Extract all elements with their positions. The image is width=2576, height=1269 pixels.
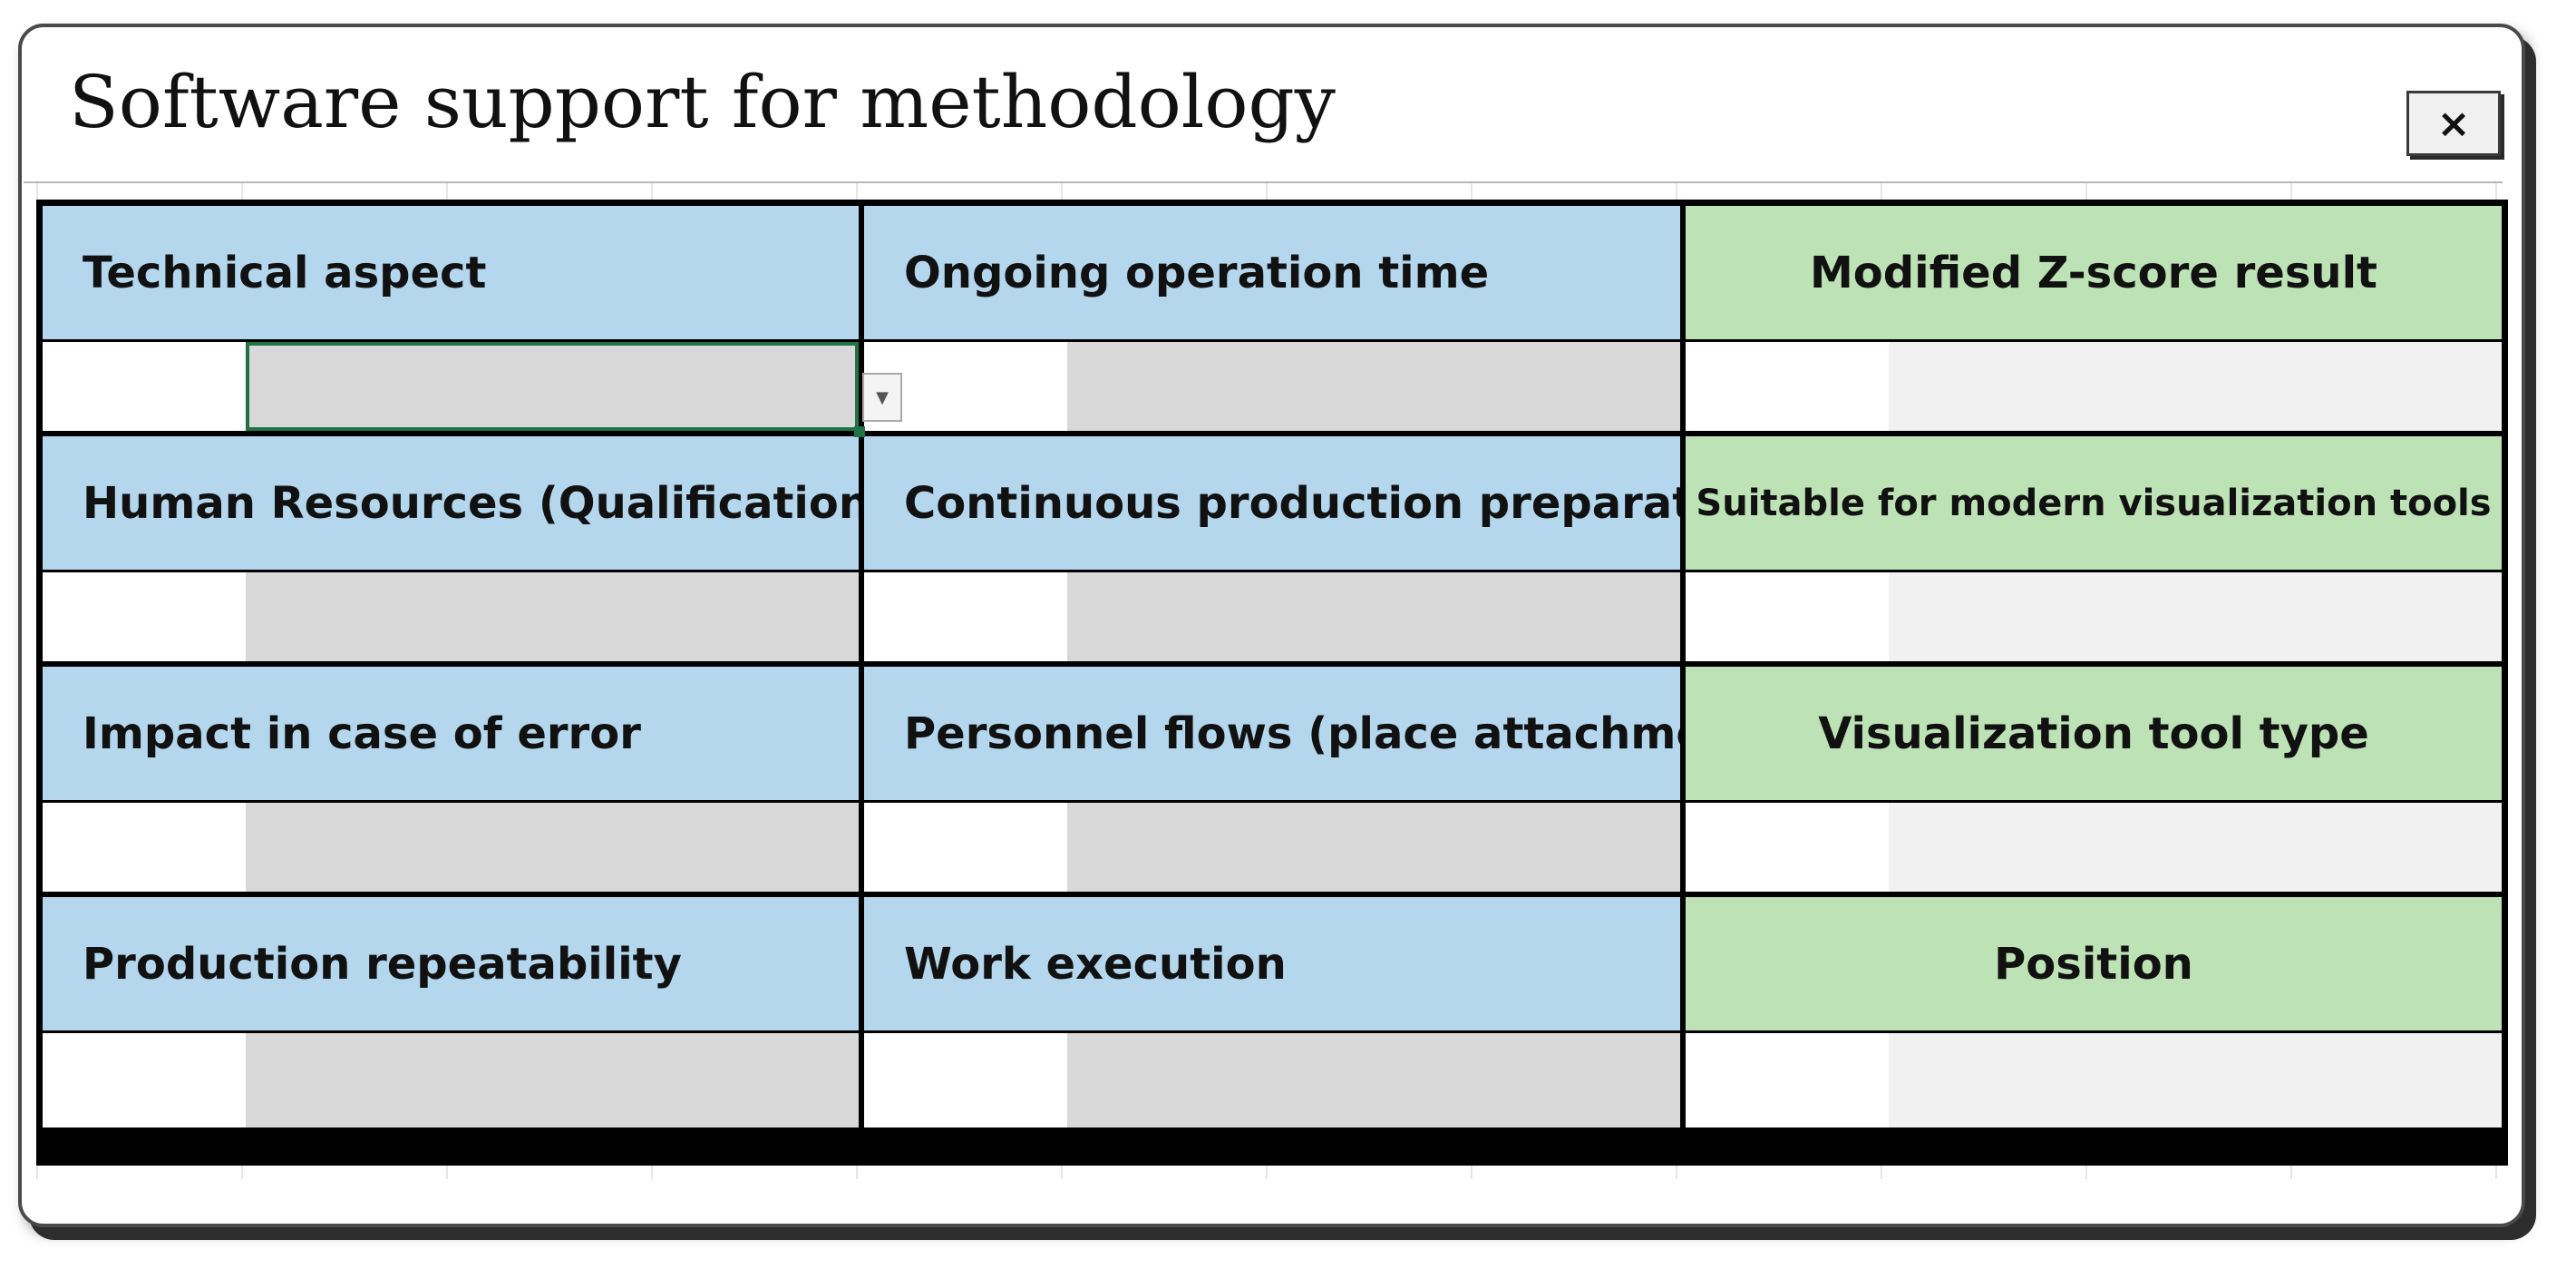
technical-aspect-dropdown-button[interactable]: ▼ <box>862 373 902 422</box>
ongoing-operation-time-select[interactable] <box>1067 342 1680 431</box>
header-continuous-production-preparation: Continuous production preparation <box>864 436 1680 572</box>
header-impact-in-case-of-error: Impact in case of error <box>43 667 859 803</box>
value-label-cell[interactable] <box>43 342 246 431</box>
value-row-technical-aspect: ▼ <box>43 342 902 437</box>
suitable-for-visualization-tools-output <box>1889 572 2502 661</box>
personnel-flows-select[interactable] <box>1067 803 1680 892</box>
value-label-cell[interactable] <box>864 572 1067 661</box>
value-label-cell[interactable] <box>864 803 1067 892</box>
value-label-cell[interactable] <box>43 1033 246 1127</box>
value-label-cell[interactable] <box>864 1033 1067 1127</box>
value-label-cell[interactable] <box>43 803 246 892</box>
header-visualization-tool-type: Visualization tool type <box>1686 667 2502 803</box>
value-row-human-resources <box>43 572 859 667</box>
continuous-production-preparation-select[interactable] <box>1067 572 1680 661</box>
value-row-suitable-for-visualization-tools <box>1686 572 2502 667</box>
value-row-position <box>1686 1033 2502 1127</box>
fill-handle[interactable] <box>854 426 865 437</box>
production-repeatability-select[interactable] <box>246 1033 859 1127</box>
value-label-cell[interactable] <box>43 572 246 661</box>
value-row-visualization-tool-type <box>1686 803 2502 897</box>
header-work-execution: Work execution <box>864 897 1680 1033</box>
visualization-tool-type-output <box>1889 803 2502 892</box>
work-execution-select[interactable] <box>1067 1033 1680 1127</box>
modified-z-score-result-output <box>1889 342 2502 431</box>
close-button[interactable]: × <box>2406 91 2501 156</box>
chevron-down-icon: ▼ <box>876 387 889 407</box>
close-icon: × <box>2436 100 2471 147</box>
value-label-cell[interactable] <box>1686 1033 1889 1127</box>
value-row-work-execution <box>864 1033 1680 1127</box>
header-ongoing-operation-time: Ongoing operation time <box>864 206 1680 342</box>
header-modified-z-score-result: Modified Z-score result <box>1686 206 2502 342</box>
value-row-continuous-production-preparation <box>864 572 1680 667</box>
value-row-production-repeatability <box>43 1033 859 1127</box>
value-row-modified-z-score-result <box>1686 342 2502 436</box>
technical-aspect-select[interactable]: ▼ <box>246 342 902 437</box>
header-position: Position <box>1686 897 2502 1033</box>
value-row-impact-in-case-of-error <box>43 803 859 897</box>
impact-in-case-of-error-select[interactable] <box>246 803 859 892</box>
position-output <box>1889 1033 2502 1127</box>
value-label-cell[interactable] <box>1686 803 1889 892</box>
header-suitable-for-visualization-tools: Suitable for modern visualization tools <box>1686 436 2502 572</box>
header-technical-aspect: Technical aspect <box>43 206 859 342</box>
dialog-title: Software support for methodology <box>69 60 1336 144</box>
value-row-ongoing-operation-time <box>864 342 1680 436</box>
header-human-resources: Human Resources (Qualifications) <box>43 436 859 572</box>
value-row-personnel-flows <box>864 803 1680 897</box>
value-label-cell[interactable] <box>1686 342 1889 431</box>
header-production-repeatability: Production repeatability <box>43 897 859 1033</box>
value-label-cell[interactable] <box>1686 572 1889 661</box>
methodology-grid: Technical aspect Ongoing operation time … <box>36 200 2508 1166</box>
human-resources-select[interactable] <box>246 572 859 661</box>
header-personnel-flows: Personnel flows (place attachment) <box>864 667 1680 803</box>
